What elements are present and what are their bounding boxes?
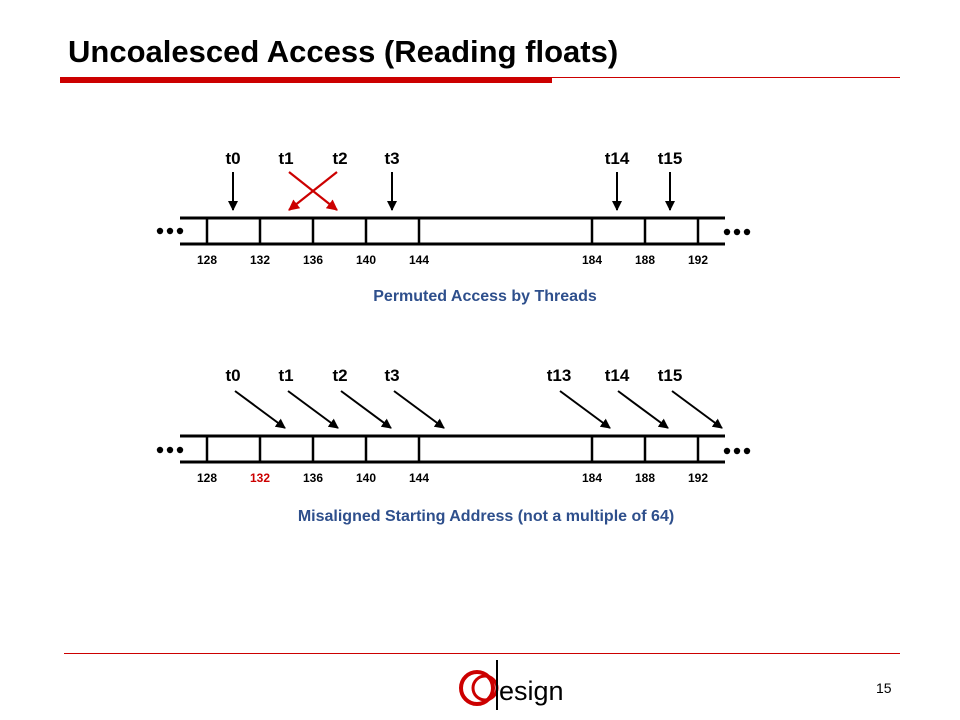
thread-label: t3 <box>384 366 399 385</box>
address-label: 128 <box>197 253 217 267</box>
address-label: 128 <box>197 471 217 485</box>
slide-number: 15 <box>876 680 892 696</box>
thread-label: t14 <box>605 366 630 385</box>
address-label-highlighted: 132 <box>250 471 270 485</box>
thread-label: t13 <box>547 366 572 385</box>
design-logo: esign <box>459 660 564 710</box>
ellipsis-left <box>156 227 184 235</box>
thread-label: t2 <box>332 366 347 385</box>
access-arrow <box>234 390 286 429</box>
thread-label: t0 <box>225 366 240 385</box>
access-arrow <box>617 390 669 429</box>
access-arrow <box>340 390 392 429</box>
address-label: 192 <box>688 253 708 267</box>
memory-strip <box>180 216 725 246</box>
title-underline-thin <box>552 77 900 78</box>
address-label: 184 <box>582 253 602 267</box>
diagram-misaligned: t0 t1 t2 t3 t13 t14 t15 <box>156 366 751 525</box>
thread-label: t14 <box>605 149 630 168</box>
thread-label: t2 <box>332 149 347 168</box>
address-label: 136 <box>303 253 323 267</box>
slide-title: Uncoalesced Access (Reading floats) <box>68 34 619 69</box>
address-label: 132 <box>250 253 270 267</box>
diagram-permuted: t0 t1 t2 t3 t14 t15 <box>156 149 751 305</box>
ellipsis-right <box>723 447 751 455</box>
diagram-caption: Misaligned Starting Address (not a multi… <box>298 508 674 525</box>
thread-label: t0 <box>225 149 240 168</box>
address-label: 140 <box>356 471 376 485</box>
permuted-arrow-red <box>288 171 338 211</box>
access-arrow <box>393 390 445 429</box>
address-label: 184 <box>582 471 602 485</box>
title-underline-thick <box>60 77 552 83</box>
access-arrow <box>671 390 723 429</box>
thread-label: t15 <box>658 149 683 168</box>
thread-label: t1 <box>278 149 293 168</box>
thread-label: t15 <box>658 366 683 385</box>
logo-text: esign <box>499 676 564 706</box>
footer-rule <box>64 653 900 654</box>
address-label: 192 <box>688 471 708 485</box>
address-label: 188 <box>635 471 655 485</box>
address-label: 144 <box>409 471 429 485</box>
address-label: 188 <box>635 253 655 267</box>
access-arrow <box>559 390 611 429</box>
address-label: 136 <box>303 471 323 485</box>
address-label: 140 <box>356 253 376 267</box>
access-arrow <box>287 390 339 429</box>
ellipsis-left <box>156 446 184 454</box>
thread-label: t3 <box>384 149 399 168</box>
diagram-caption: Permuted Access by Threads <box>373 288 597 305</box>
thread-label: t1 <box>278 366 293 385</box>
ellipsis-right <box>723 228 751 236</box>
memory-strip <box>180 434 725 464</box>
address-label: 144 <box>409 253 429 267</box>
